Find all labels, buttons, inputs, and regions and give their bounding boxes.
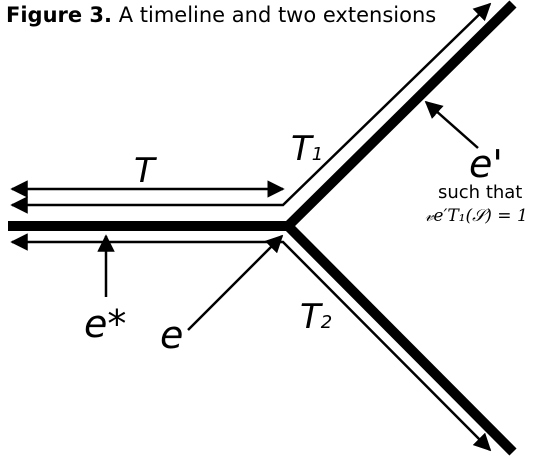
e-prime-pointer-arrow [424, 100, 479, 149]
caption-figure-number: Figure 3. [6, 3, 112, 27]
label-T2: T2 [300, 297, 332, 337]
T2-extension-arrow [10, 233, 492, 452]
label-formula: 𝓋e′T₁(𝒮) = 1 [425, 206, 528, 226]
label-T2-base: T [300, 297, 323, 337]
label-e-star: e* [84, 302, 126, 346]
label-T: T [134, 151, 157, 191]
label-T1: T1 [291, 129, 323, 169]
T1-extension-arrow [10, 2, 492, 214]
caption-text: A timeline and two extensions [112, 3, 436, 27]
label-T1-base: T [291, 129, 314, 169]
label-T2-subscript: 2 [321, 312, 332, 333]
label-e-prime: e' [469, 142, 503, 186]
label-T1-subscript: 1 [312, 144, 323, 165]
e-pointer-arrow [187, 234, 284, 331]
label-such-that: such that [438, 182, 522, 203]
label-e: e [160, 313, 183, 357]
branch-lower-thick [282, 220, 517, 456]
figure-caption: Figure 3. A timeline and two extensions [6, 3, 436, 27]
